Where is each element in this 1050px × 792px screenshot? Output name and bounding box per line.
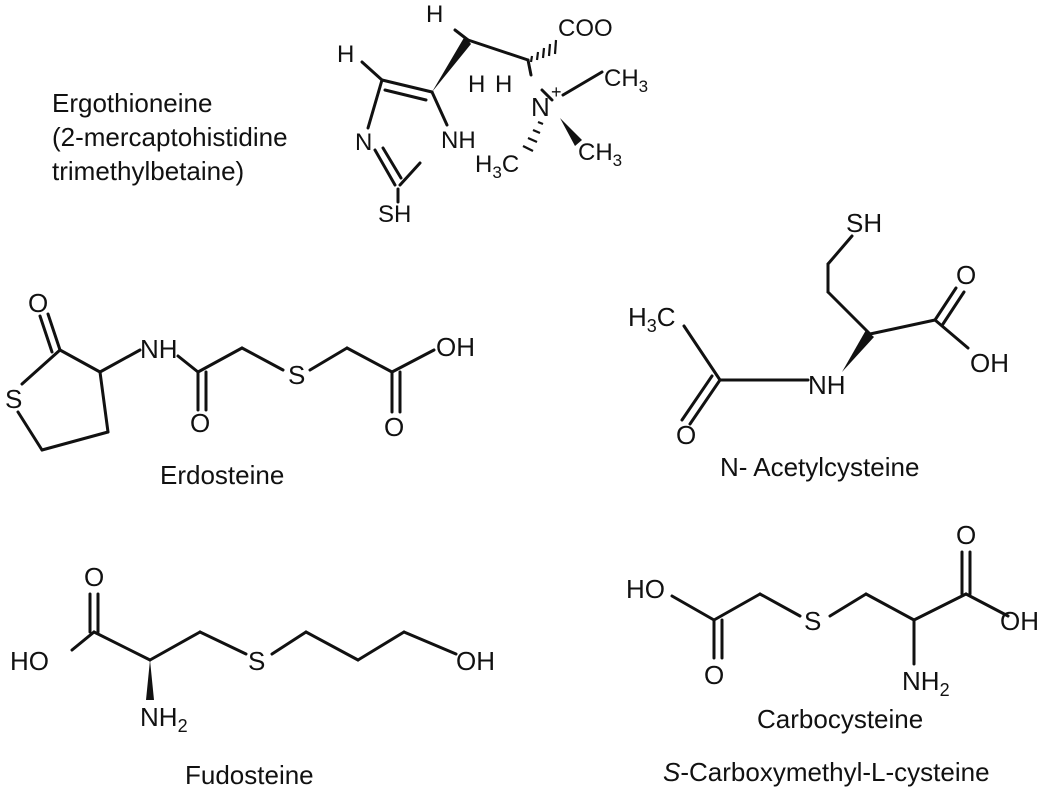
carbocysteine-bonds <box>670 550 1010 666</box>
ergothioneine-name-line2: (2-mercaptohistidine <box>52 122 288 152</box>
nac-name: N- Acetylcysteine <box>720 452 920 482</box>
erdosteine-atom-ring-o: O <box>28 288 48 318</box>
fudosteine-atom-oh: OH <box>456 646 495 676</box>
ergothioneine-wedge-bond-ring <box>432 36 471 92</box>
carbocysteine-structure: O HO S OH O NH2 <box>626 520 1039 700</box>
ergothioneine-ch3-right-c: CH <box>578 139 613 166</box>
fudosteine-bonds <box>70 592 458 662</box>
fudosteine-nh2-n: NH <box>140 702 178 732</box>
ergothioneine-atom-coo: COO <box>558 15 613 42</box>
carbocysteine-name: Carbocysteine <box>757 704 924 734</box>
nac-atom-amide-o: O <box>676 420 696 450</box>
fudosteine-atom-acid-o: O <box>84 562 104 592</box>
ergothioneine-h3c-c: C <box>502 151 519 178</box>
nac-atom-sh: SH <box>846 208 882 238</box>
ergothioneine-ch3-right-sub: 3 <box>613 151 622 170</box>
erdosteine-name: Erdosteine <box>160 460 285 490</box>
ergothioneine-atom-h3c: H3C <box>475 151 519 182</box>
erdosteine-bonds <box>16 312 436 452</box>
nac-wedge-bond <box>842 330 874 372</box>
ergothioneine-h3c-h: H <box>475 151 492 178</box>
carbocysteine-systematic-name: S-Carboxymethyl-L-cysteine <box>663 755 990 789</box>
ergothioneine-atom-ring-nh: NH <box>441 127 476 154</box>
nac-bonds <box>680 234 970 426</box>
erdosteine-atom-oh: OH <box>436 332 475 362</box>
erdosteine-atom-s: S <box>288 360 305 390</box>
erdosteine-atom-amide-o: O <box>190 408 210 438</box>
erdosteine-atom-ring-s: S <box>5 384 22 414</box>
nac-atom-acid-o: O <box>956 260 976 290</box>
nac-h3c-c: C <box>657 302 676 332</box>
ergothioneine-structure: H H COO H H CH3 N + N NH CH3 H3C SH <box>337 1 648 228</box>
carbocysteine-atom-acid-o2: O <box>704 660 724 690</box>
ergothioneine-atom-h-b: H <box>495 71 512 98</box>
ergothioneine-h3c-sub: 3 <box>492 163 501 182</box>
nac-atom-h3c: H3C <box>628 302 676 336</box>
nac-atom-oh: OH <box>970 348 1009 378</box>
ergothioneine-atom-h-a: H <box>468 71 485 98</box>
ergothioneine-atom-n-plus-charge: + <box>551 82 562 102</box>
nac-h3c-h: H <box>628 302 647 332</box>
ergothioneine-name-line1: Ergothioneine <box>52 88 213 118</box>
ergothioneine-atom-n-plus: N <box>531 92 550 122</box>
carbocysteine-atom-ho: HO <box>626 574 665 604</box>
carbocysteine-atom-acid-o: O <box>956 520 976 550</box>
nac-h3c-sub: 3 <box>647 316 657 336</box>
carbocysteine-atom-oh: OH <box>1000 606 1039 636</box>
fudosteine-name: Fudosteine <box>185 760 314 790</box>
carbocysteine-name-rest: -Carboxymethyl-L-cysteine <box>680 757 990 787</box>
fudosteine-nh2-sub: 2 <box>178 716 188 736</box>
ergothioneine-atom-h-top: H <box>426 1 443 28</box>
ergothioneine-atom-ch3-top: CH3 <box>604 65 648 96</box>
ergothioneine-bonds <box>360 28 604 204</box>
carbocysteine-name-italic: S <box>663 757 681 787</box>
carbocysteine-nh2-n: NH <box>902 666 940 696</box>
fudosteine-atom-ho: HO <box>10 646 49 676</box>
ergothioneine-hash-bond-methyl <box>522 120 544 152</box>
carbocysteine-atom-nh2: NH2 <box>902 666 950 700</box>
ergothioneine-ch3-top-sub: 3 <box>639 77 648 96</box>
ergothioneine-wedge-bond-methyl <box>560 118 582 146</box>
ergothioneine-ch3-top-c: CH <box>604 65 639 92</box>
nac-atom-nh: NH <box>808 370 846 400</box>
fudosteine-wedge-bond <box>146 660 154 700</box>
ergothioneine-atom-ch3-right: CH3 <box>578 139 622 170</box>
nac-structure: SH H3C O OH NH O <box>628 208 1009 450</box>
carbocysteine-atom-s: S <box>804 606 821 636</box>
carbocysteine-nh2-sub: 2 <box>940 680 950 700</box>
fudosteine-structure: O HO S OH NH2 <box>10 562 495 736</box>
erdosteine-atom-nh: NH <box>140 334 178 364</box>
fudosteine-atom-nh2: NH2 <box>140 702 188 736</box>
ergothioneine-hash-bond-coo <box>529 39 558 63</box>
ergothioneine-name-line3: trimethylbetaine) <box>52 156 245 186</box>
ergothioneine-atom-sh: SH <box>378 201 411 228</box>
fudosteine-atom-s: S <box>248 646 265 676</box>
ergothioneine-atom-ring-n: N <box>355 129 372 156</box>
erdosteine-atom-acid-o: O <box>384 412 404 442</box>
ergothioneine-atom-h-ring: H <box>337 41 354 68</box>
erdosteine-structure: O S NH O S OH O <box>5 288 475 452</box>
